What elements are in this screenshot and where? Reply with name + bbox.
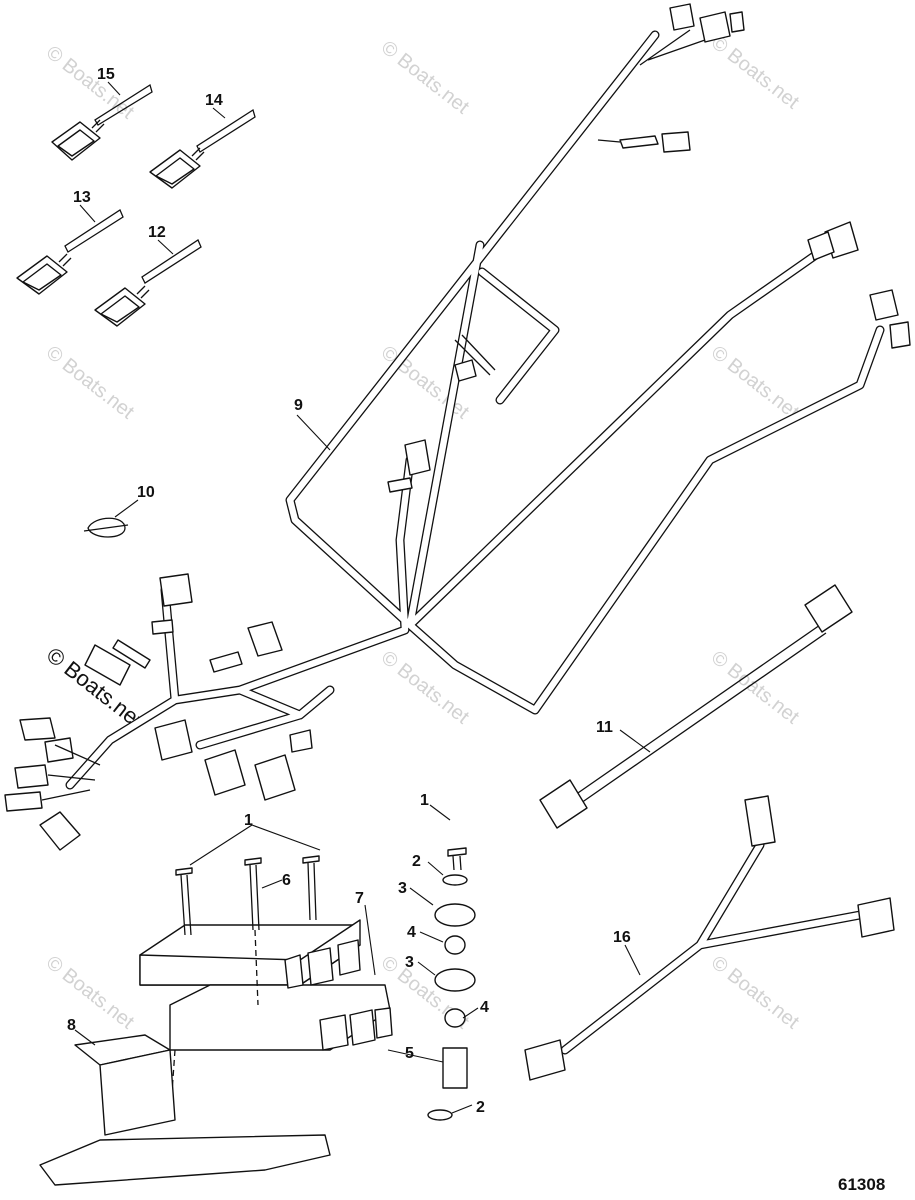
connector-pigtail-13 — [16, 209, 124, 295]
sleeve-4b — [444, 1008, 466, 1028]
watermark: © Boats.net — [707, 32, 803, 114]
washer-2 — [442, 874, 468, 886]
callout-3: 3 — [405, 954, 414, 971]
callout-2: 2 — [476, 1099, 485, 1116]
callout-6: 6 — [282, 872, 291, 889]
watermark: © Boats.net — [42, 42, 138, 124]
watermark: © Boats.net — [42, 952, 138, 1034]
callout-16: 16 — [613, 929, 631, 946]
callout-4: 4 — [480, 999, 489, 1016]
callouts: 15 14 13 12 9 10 11 1 1 2 6 3 7 16 4 3 4… — [67, 66, 631, 1116]
ecm-module-7 — [139, 919, 393, 1051]
watermark: © Boats.net — [377, 37, 473, 119]
watermark: © Boats.net — [707, 342, 803, 424]
watermark: © Boats.net — [377, 647, 473, 729]
callout-5: 5 — [405, 1045, 414, 1062]
reference-number: 61308 — [838, 1175, 885, 1194]
connector-pigtail-15 — [51, 83, 153, 161]
washer-2b — [427, 1109, 453, 1121]
watermark: © Boats.net — [707, 952, 803, 1034]
callout-3: 3 — [398, 880, 407, 897]
callout-1: 1 — [420, 792, 429, 809]
callout-10: 10 — [137, 484, 155, 501]
callout-2: 2 — [412, 853, 421, 870]
callout-15: 15 — [97, 66, 115, 83]
bracket-8 — [39, 1034, 331, 1186]
watermark: © Boats.net — [42, 342, 138, 424]
harness-16 — [524, 795, 895, 1081]
sleeve-4 — [444, 935, 466, 955]
cable-tie-10 — [83, 517, 129, 538]
callout-14: 14 — [205, 92, 223, 109]
mount-stack — [427, 874, 476, 1121]
grommet-3b — [434, 968, 476, 992]
spacer-5 — [442, 1047, 468, 1089]
connector-pigtail-12 — [94, 239, 202, 327]
callout-12: 12 — [148, 224, 166, 241]
callout-9: 9 — [294, 397, 303, 414]
callout-1: 1 — [244, 812, 253, 829]
connector-pigtail-14 — [149, 108, 256, 189]
wiring-harness-9 — [4, 3, 911, 851]
callout-4: 4 — [407, 924, 416, 941]
callout-7: 7 — [355, 890, 364, 907]
callout-11: 11 — [596, 719, 613, 736]
leader-lines — [74, 81, 651, 1114]
callout-8: 8 — [67, 1017, 76, 1034]
callout-13: 13 — [73, 189, 91, 206]
grommet-3 — [434, 903, 476, 927]
harness-11 — [539, 584, 853, 829]
